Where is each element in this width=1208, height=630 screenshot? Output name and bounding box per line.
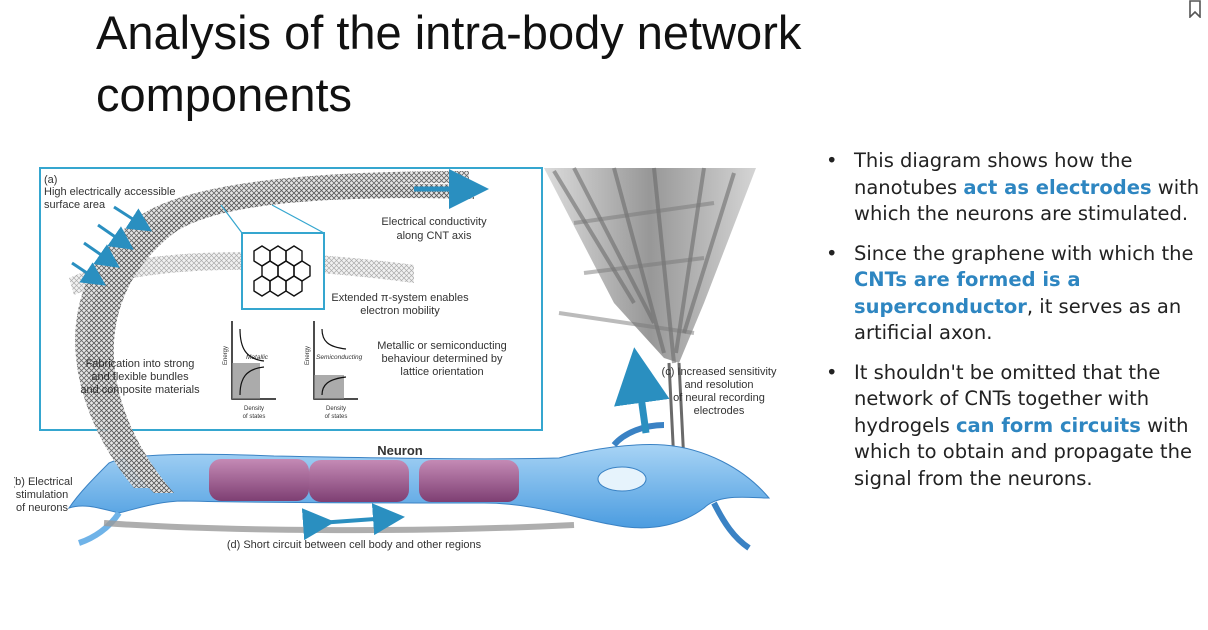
electrode-cone — [544, 167, 756, 464]
label-b-3: of neurons — [16, 502, 68, 514]
graphene-lattice-inset — [220, 204, 325, 310]
graph1-xaxis-2: of states — [243, 414, 266, 420]
bullet-list: • This diagram shows how the nanotubes a… — [822, 148, 1202, 505]
bullet-text: It shouldn't be omitted that the network… — [854, 360, 1161, 437]
label-surface-2: surface area — [44, 199, 106, 211]
graph1-label: Metallic — [246, 354, 269, 361]
bullet-item: • This diagram shows how the nanotubes a… — [822, 148, 1202, 228]
label-neuron: Neuron — [377, 443, 423, 458]
short-circuit-path — [103, 520, 575, 534]
bookmark-icon[interactable] — [1188, 0, 1202, 18]
dos-graph-metallic — [231, 321, 276, 400]
bullet-item: • It shouldn't be omitted that the netwo… — [822, 360, 1202, 493]
myelin-sheaths — [209, 459, 519, 502]
bullet-text: with which to obtain and propagate the s… — [854, 413, 1192, 490]
label-pi-1: Extended π-system enables — [331, 292, 469, 304]
bullet-highlight: act as electrodes — [963, 175, 1152, 199]
label-c-4: electrodes — [694, 405, 745, 417]
cnt-bundle — [75, 171, 474, 493]
label-fab-3: and composite materials — [80, 384, 200, 396]
label-b-1: (b) Electrical — [14, 476, 73, 488]
slide-title: Analysis of the intra-body network compo… — [96, 6, 802, 121]
cnt-neuron-diagram: (a) High electrically accessible surface… — [14, 167, 777, 551]
cnt-tube-light — [69, 252, 414, 295]
label-c-1: (c) Increased sensitivity — [662, 366, 777, 378]
label-fab-1: Fabrication into strong — [86, 358, 195, 370]
label-c-3: of neural recording — [673, 392, 765, 404]
dos-graph-semiconducting — [313, 321, 358, 400]
graph2-xaxis-2: of states — [325, 414, 348, 420]
bullet-dot: • — [826, 149, 838, 172]
label-metal-1: Metallic or semiconducting — [377, 340, 507, 352]
label-metal-2: behaviour determined by — [381, 353, 503, 365]
label-conductivity-2: along CNT axis — [397, 230, 472, 242]
bullet-item: • Since the graphene with which the CNTs… — [822, 241, 1202, 347]
short-circuit-arrow — [301, 503, 405, 541]
graph1-yaxis: Energy — [223, 346, 229, 365]
graph2-xaxis-1: Density — [326, 406, 346, 412]
bullet-highlight: CNTs are formed is a superconductor — [854, 268, 1081, 318]
label-fab-2: and flexible bundles — [91, 371, 189, 383]
graph1-xaxis-1: Density — [244, 406, 264, 412]
label-d: (d) Short circuit between cell body and … — [227, 539, 482, 551]
label-surface-1: High electrically accessible — [44, 186, 175, 198]
bullet-text: with which the neurons are stimulated. — [854, 175, 1200, 226]
bullet-dot: • — [826, 360, 838, 384]
sensitivity-arrow — [614, 347, 670, 434]
bullet-highlight: can form circuits — [955, 413, 1141, 437]
label-b-2: stimulation — [16, 489, 69, 501]
bullet-text: This diagram shows how the nanotubes — [854, 149, 1133, 199]
label-conductivity-1: Electrical conductivity — [381, 216, 487, 228]
label-a: (a) — [44, 174, 57, 186]
graph2-yaxis: Energy — [305, 346, 311, 365]
label-metal-3: lattice orientation — [400, 366, 483, 378]
bullet-dot: • — [826, 241, 838, 265]
graph2-label: Semiconducting — [316, 354, 363, 361]
label-pi-2: electron mobility — [360, 305, 440, 317]
label-c-2: and resolution — [684, 379, 753, 391]
surface-arrows — [71, 205, 153, 286]
bullet-text: Since the graphene with which the — [854, 241, 1194, 265]
bullet-text: , it serves as an artificial axon. — [854, 294, 1182, 345]
